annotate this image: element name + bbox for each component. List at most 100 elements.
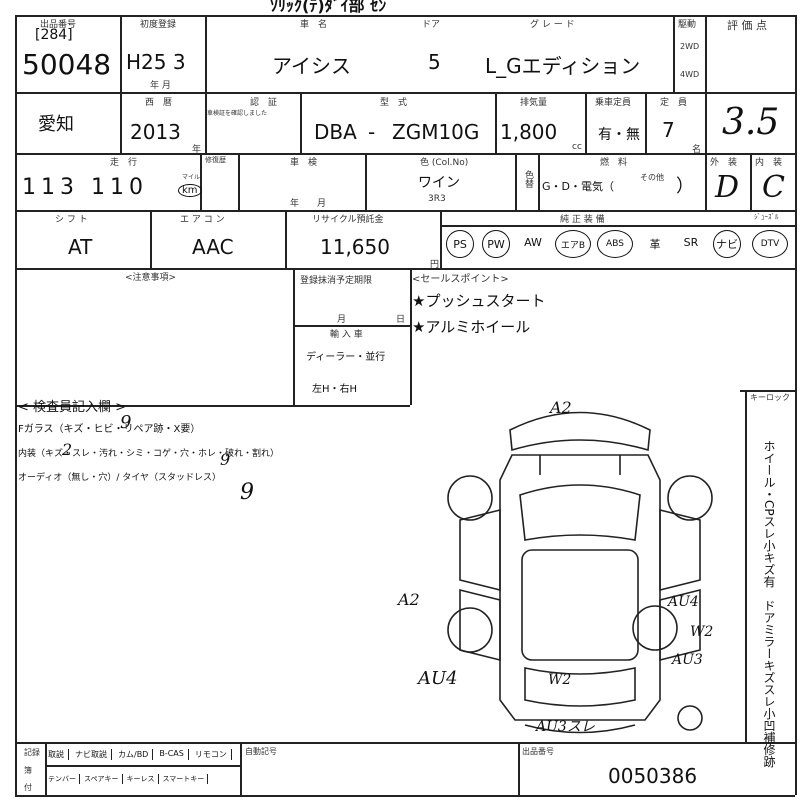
- side-note-vertical: ホイール・CPスレ小キズ有 ドアミラーキズスレ小凹補修跡: [762, 440, 776, 768]
- car-name: アイシス: [272, 54, 351, 78]
- lot-label: 出品番号: [40, 20, 77, 30]
- footer-left-label-1: 記録: [24, 748, 40, 757]
- ext-value: D: [715, 170, 740, 205]
- year-unit: 年: [192, 145, 202, 155]
- grade-value: L_Gエディション: [485, 54, 641, 78]
- shift-value: AT: [68, 235, 93, 259]
- sales-point-1: ★プッシュスタート: [412, 292, 546, 310]
- fuel-label: 燃 料: [600, 158, 628, 168]
- caution-label: <注意事項>: [125, 273, 177, 283]
- equip-ナビ: ナビ: [713, 230, 741, 258]
- recycle-label: リサイクル預託金: [312, 215, 384, 225]
- equip-pw: PW: [482, 230, 510, 258]
- color-code: 3R3: [428, 194, 446, 204]
- cc-unit: cc: [572, 142, 582, 152]
- cc-value: 1,800: [500, 120, 558, 144]
- door-count: 5: [428, 50, 441, 74]
- car-name-label: 車 名: [300, 20, 328, 30]
- car-diagram: [447, 411, 713, 734]
- fuel-other: その他: [640, 173, 664, 182]
- drive-label: 駆動: [678, 20, 697, 30]
- handwriting-mark-1: 9: [120, 412, 132, 433]
- import-value: ディーラー・並行: [306, 352, 386, 363]
- equip-sr: SR: [683, 236, 699, 249]
- keylock-label: キーロック: [750, 393, 790, 402]
- mark-right-au4: AU4: [668, 594, 699, 610]
- footer-item-3: B-CAS: [159, 749, 189, 760]
- mark-front-a2: A2: [550, 398, 572, 417]
- footer-item-4: リモコン: [195, 749, 232, 760]
- footer-left-label-3: 付: [24, 783, 32, 792]
- equip-dtv: DTV: [752, 230, 788, 258]
- sales-point-2: ★アルミホイール: [412, 318, 531, 336]
- footer-item-0: 取説: [48, 749, 69, 760]
- int-label: 内 装: [755, 158, 783, 168]
- year-value: 2013: [130, 120, 181, 144]
- capacity-unit: 名: [692, 145, 702, 155]
- footer-item-b3: スマートキー: [163, 774, 209, 784]
- chassis-label: 認 証: [250, 98, 278, 108]
- equip-aw: AW: [524, 236, 542, 249]
- mileage-label: 走 行: [110, 158, 138, 168]
- repair-label: 修復歴: [205, 156, 226, 164]
- capacity-label: 定 員: [660, 98, 688, 108]
- mark-rear-w2: W2: [548, 672, 572, 688]
- reg-day: 日: [396, 315, 406, 325]
- fuel-close: ）: [676, 176, 694, 197]
- equip-ps: PS: [446, 230, 474, 258]
- color-change-label: 色替: [523, 170, 533, 188]
- mark-right-au3: AU3: [672, 652, 703, 668]
- footer-item-1: ナビ取説: [75, 749, 112, 760]
- color-value: ワイン: [418, 175, 460, 191]
- year-label: 西 暦: [145, 98, 173, 108]
- model-label: 型 式: [380, 98, 408, 108]
- model-prefix: DBA: [314, 120, 357, 144]
- mark-rear-au3: AU3スレ: [536, 719, 595, 735]
- footer-number: 0050386: [608, 764, 698, 788]
- handwriting-mark-4: 9: [240, 480, 254, 505]
- equip-革: 革: [649, 238, 661, 251]
- mileage-unit: km: [178, 184, 202, 197]
- aircon-value: AAC: [192, 235, 234, 259]
- mark-left-a2: A2: [398, 590, 420, 609]
- footer-item-b0: テンバー: [48, 774, 80, 784]
- color-label: 色 (Col.No): [420, 158, 469, 168]
- first-reg-value: H25 3: [126, 50, 186, 74]
- lot-prefix: [284]: [35, 27, 73, 43]
- footer-item-b1: スペアキー: [84, 774, 123, 784]
- first-reg-label: 初度登録: [140, 20, 177, 30]
- footer-number-label: 出品番号: [522, 747, 554, 756]
- equip-abs: ABS: [597, 230, 633, 258]
- reg-month: 月: [337, 315, 347, 325]
- inspector-line-audio: オーディオ（無し・穴）/ タイヤ（スタッドレス）: [18, 473, 221, 483]
- cc-label: 排気量: [520, 98, 548, 108]
- footer-item-b2: キーレス: [127, 774, 159, 784]
- handwriting-mark-3: 9: [220, 450, 231, 469]
- grade-label: グ レ ー ド: [530, 20, 575, 30]
- recycle-unit: 円: [430, 260, 440, 270]
- equip-label: 純 正 装 備: [560, 215, 605, 225]
- inspector-title: < 検査員記入欄 >: [18, 400, 127, 415]
- equip-extra-label: ｼﾞｭｰｽﾞﾙ: [754, 213, 779, 221]
- import-label: 輸 入 車: [330, 330, 363, 340]
- turbo-value: 有・無: [598, 127, 640, 143]
- footer-left-label-2: 簿: [24, 766, 32, 775]
- inspection-label: 車 検: [290, 158, 318, 168]
- drive-4wd: 4WD: [680, 70, 700, 79]
- capacity-value: 7: [662, 118, 675, 142]
- drive-2wd: 2WD: [680, 42, 700, 51]
- recycle-value: 11,650: [320, 235, 390, 259]
- inspector-line-interior: 内装（キズ・スレ・汚れ・シミ・コゲ・穴・ホレ・破れ・割れ）: [18, 449, 280, 459]
- ext-label: 外 装: [710, 158, 738, 168]
- footer-notes-label: 自動記号: [245, 747, 277, 756]
- reg-deadline-label: 登録抹消予定期限: [300, 276, 373, 286]
- inspection-unit: 年 月: [290, 199, 327, 209]
- score-value: 3.5: [722, 102, 780, 143]
- int-value: C: [762, 170, 785, 205]
- inspector-line-glass: Fガラス（キズ・ヒビ・リペア跡・X要）: [18, 424, 201, 435]
- top-cut-text: ｿﾘｯｸ(ﾃ)ﾀﾞｲ部 ｾﾝ: [270, 0, 387, 15]
- door-label: ドア: [422, 20, 441, 30]
- mark-right-w2: W2: [690, 624, 714, 640]
- turbo-label: 乗車定員: [595, 98, 632, 108]
- fuel-options: G・D・電気（: [542, 180, 614, 193]
